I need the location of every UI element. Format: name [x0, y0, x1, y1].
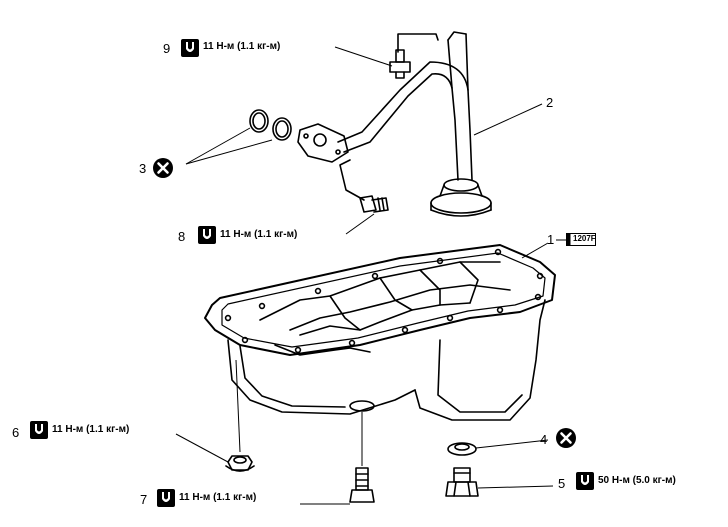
sealant-tube-icon: 1207F [566, 233, 596, 246]
torque-spec-5: 50 Н-м (5.0 кг-м) [598, 475, 676, 486]
torque-wrench-icon [30, 421, 48, 439]
leader-5 [477, 485, 554, 489]
callout-4-number: 4 [540, 432, 548, 447]
callout-2-number: 2 [546, 95, 554, 110]
do-not-reuse-icon [153, 158, 173, 178]
leader-2 [473, 103, 543, 136]
oil-strainer [297, 31, 492, 217]
gasket-4 [447, 442, 477, 456]
leader-4 [475, 439, 549, 449]
leader-8 [345, 213, 375, 235]
torque-wrench-icon [576, 472, 594, 490]
torque-spec-9: 11 Н-м (1.1 кг-м) [203, 41, 281, 52]
do-not-reuse-icon [556, 428, 576, 448]
torque-wrench-icon [181, 39, 199, 57]
bolt-8 [339, 159, 389, 213]
leader-1 [521, 242, 549, 259]
torque-spec-8: 11 Н-м (1.1 кг-м) [220, 229, 298, 240]
callout-8-number: 8 [178, 229, 186, 244]
o-rings [249, 109, 292, 141]
assembly-guides [235, 359, 363, 466]
torque-wrench-icon [198, 226, 216, 244]
leader-3b [185, 139, 273, 165]
oil-pan [204, 244, 556, 421]
bolt-6 [225, 455, 255, 472]
leader-3a [185, 127, 251, 165]
leader-9 [334, 46, 393, 67]
callout-9-number: 9 [163, 41, 171, 56]
callout-5-number: 5 [558, 476, 566, 491]
torque-spec-6: 11 Н-м (1.1 кг-м) [52, 424, 130, 435]
drain-plug-5 [445, 467, 479, 497]
torque-spec-7: 11 Н-м (1.1 кг-м) [179, 492, 257, 503]
torque-wrench-icon [157, 489, 175, 507]
bolt-9 [389, 33, 439, 79]
callout-1-number: 1 [547, 232, 555, 247]
callout-3-number: 3 [139, 161, 147, 176]
leader-6 [175, 433, 229, 463]
sealant-code: 1207F [573, 234, 596, 243]
bolt-7 [349, 467, 375, 503]
callout-6-number: 6 [12, 425, 20, 440]
callout-7-number: 7 [140, 492, 148, 507]
leader-lines [175, 46, 568, 505]
